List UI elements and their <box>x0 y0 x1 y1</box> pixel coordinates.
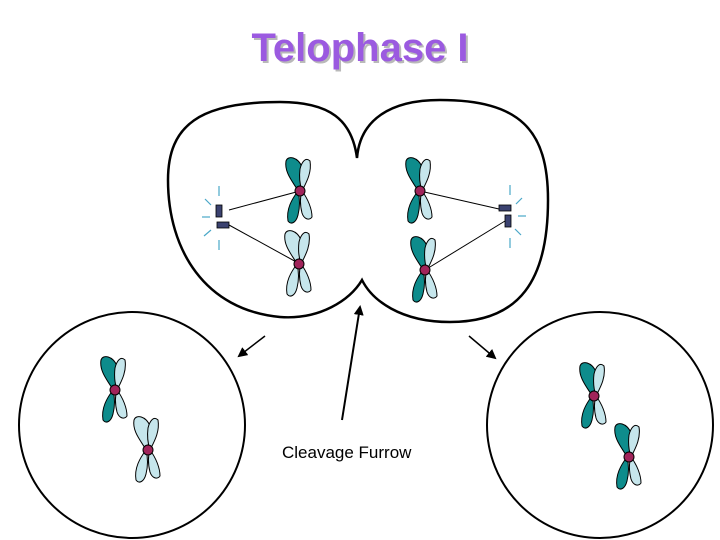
spindle-fiber <box>228 190 301 211</box>
spindle-fiber <box>228 224 301 265</box>
right-aster <box>419 185 526 271</box>
left-centriole-vertical <box>215 204 223 218</box>
left-division-arrow <box>237 335 266 358</box>
right-daughter-cell <box>486 311 714 539</box>
right-division-arrow <box>468 335 497 360</box>
dividing-cell-membrane <box>166 98 550 324</box>
left-aster <box>202 186 301 265</box>
spindle-fiber <box>424 220 506 271</box>
right-centriole-vertical <box>504 214 512 228</box>
cleavage-furrow-label: Cleavage Furrow <box>282 443 412 462</box>
right-centriole-horizontal <box>498 204 512 212</box>
slide-title: Telophase I <box>251 26 469 70</box>
left-centriole-horizontal <box>216 221 230 229</box>
spindle-fiber <box>419 190 500 210</box>
left-daughter-cell <box>18 311 246 539</box>
cleavage-furrow-arrow <box>341 305 364 421</box>
